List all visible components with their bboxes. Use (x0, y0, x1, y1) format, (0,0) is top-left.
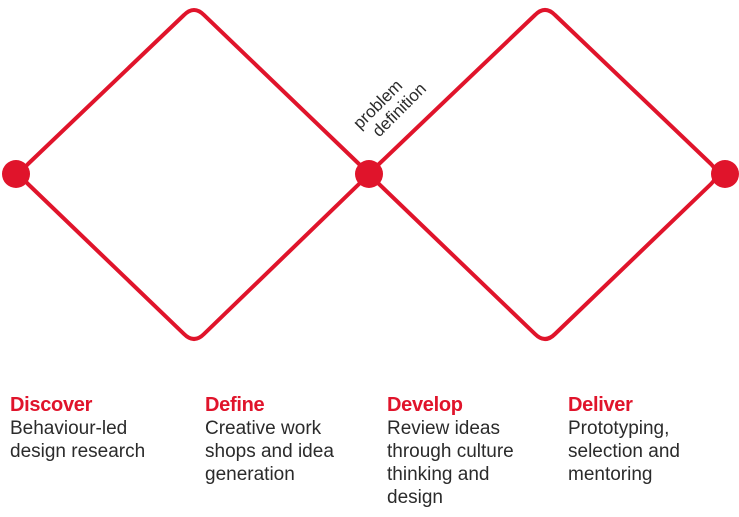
phase-description: Prototyping, selection and mentoring (568, 418, 680, 485)
node-end (711, 160, 739, 188)
node-start (2, 160, 30, 188)
phase-title: Discover (10, 394, 93, 416)
diamond-right (372, 8, 718, 341)
phase-description: Behaviour-led design research (10, 418, 146, 462)
phase-discover: Discover Behaviour-led design research (10, 393, 190, 463)
phase-description: Review ideas through culture thinking an… (387, 418, 514, 508)
phase-deliver: Deliver Prototyping, selection and mento… (568, 393, 738, 486)
phase-develop: Develop Review ideas through culture thi… (387, 393, 562, 509)
node-middle (355, 160, 383, 188)
phase-description: Creative work shops and idea generation (205, 418, 334, 485)
phase-title: Deliver (568, 394, 633, 416)
annotation-problem-definition: problemdefinition (349, 66, 430, 147)
annotation-text: problemdefinition (349, 66, 430, 147)
phase-title: Define (205, 394, 265, 416)
phase-define: Define Creative work shops and idea gene… (205, 393, 385, 486)
diamond-left (21, 8, 366, 341)
phase-title: Develop (387, 394, 463, 416)
